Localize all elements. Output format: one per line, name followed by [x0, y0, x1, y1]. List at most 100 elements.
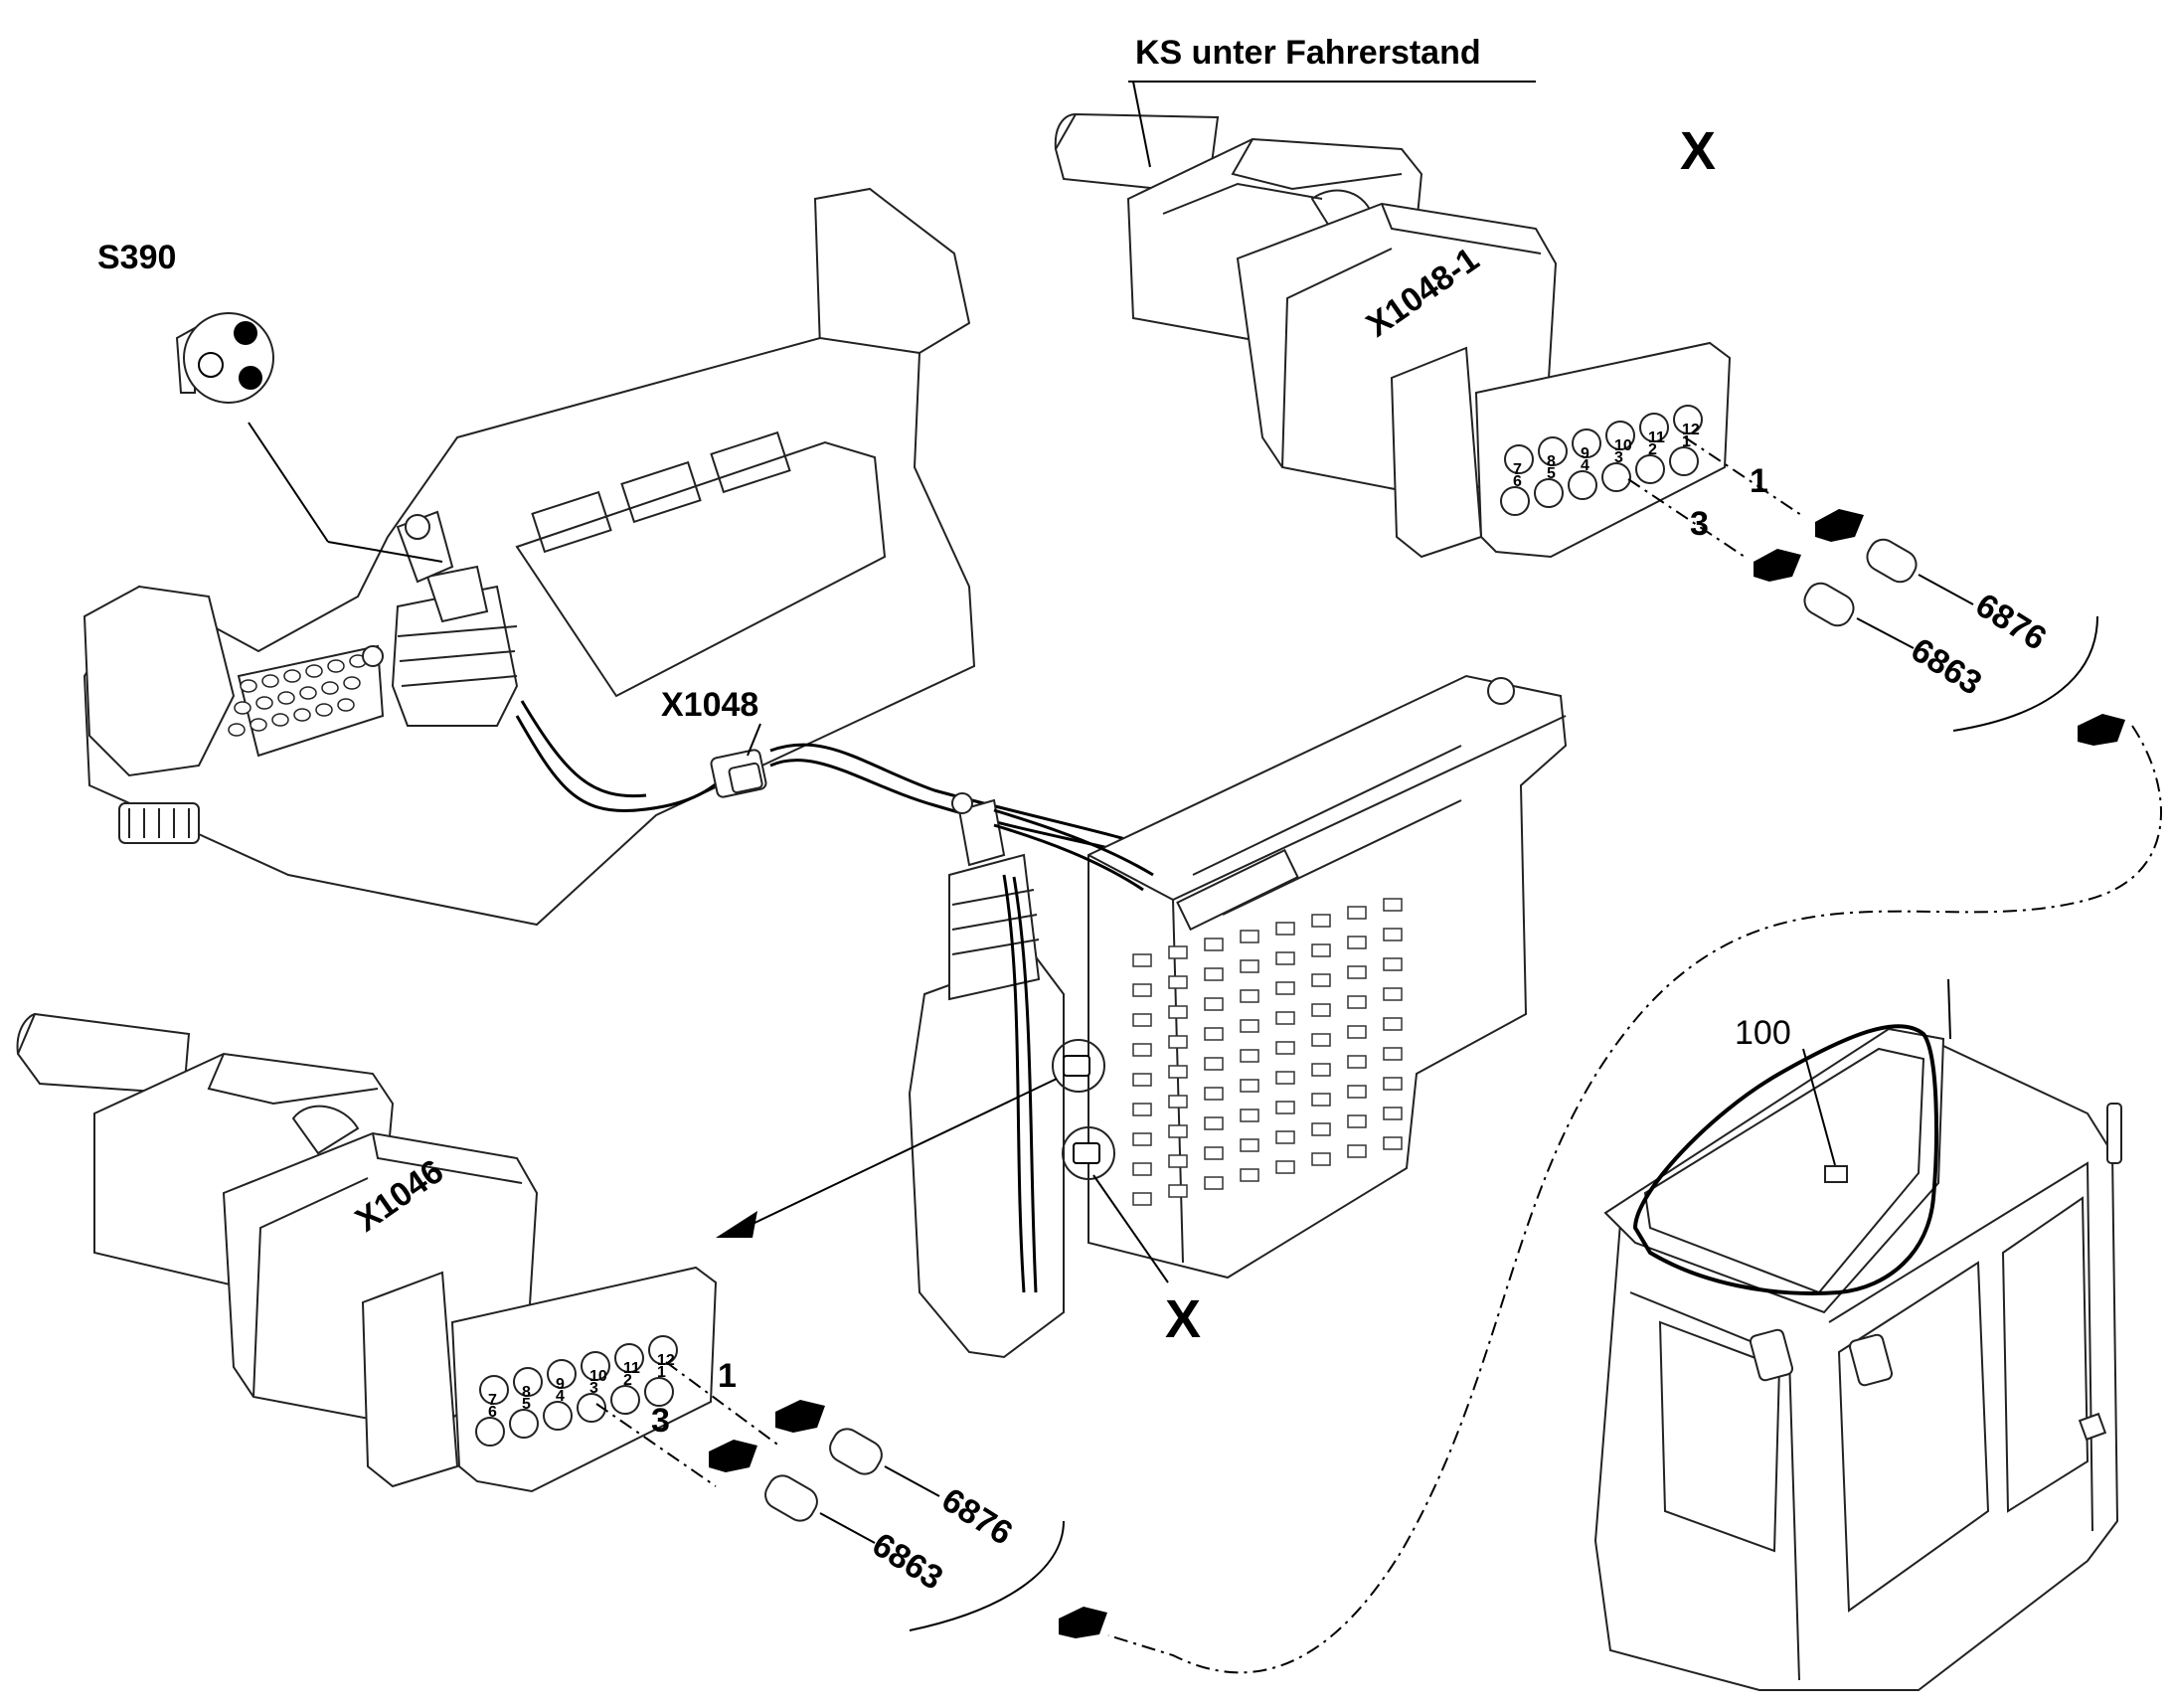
x1048-1-pin-label: 1: [1682, 433, 1691, 450]
board-component: [1132, 1132, 1152, 1146]
x1048-1-pin-label: 5: [1547, 465, 1556, 482]
board-component: [1240, 959, 1259, 973]
board-component: [1132, 1013, 1152, 1027]
board-component: [1240, 1049, 1259, 1063]
board-component: [1275, 1071, 1295, 1085]
board-component: [1168, 1124, 1188, 1138]
operator-console: [83, 187, 1169, 927]
board-component: [1347, 1055, 1367, 1069]
board-component: [1132, 1043, 1152, 1057]
console-button: [261, 674, 279, 688]
board-component: [1204, 1176, 1224, 1190]
x1048-1-pin-label: 10: [1614, 437, 1632, 454]
board-component: [1347, 1144, 1367, 1158]
board-component: [1132, 953, 1152, 967]
board-component: [1383, 1077, 1403, 1091]
x1046-pin-socket: [475, 1417, 505, 1447]
board-component: [1132, 983, 1152, 997]
console-button: [293, 708, 311, 722]
board-component: [1240, 1019, 1259, 1033]
x1048-1-pin-label: 3: [1614, 449, 1623, 466]
board-component: [1311, 943, 1331, 957]
board-component: [1383, 1047, 1403, 1061]
x1048-1-pin-socket: [1669, 446, 1699, 476]
x1046-pin-label: 1: [657, 1364, 666, 1381]
board-component: [1311, 1122, 1331, 1136]
x1046-pin-label: 5: [522, 1396, 531, 1413]
operator-cab: 100: [1593, 978, 2122, 1691]
part-number-6863-bottom: 6863: [866, 1526, 949, 1598]
x1048-1-pin-socket: [1534, 478, 1564, 508]
callout-x1048: X1048: [661, 686, 761, 757]
board-component: [1311, 1063, 1331, 1077]
pointer-to-x-bottom: X: [1092, 1174, 1201, 1349]
arrow-icon: [1815, 509, 1864, 542]
label-s390: S390: [97, 239, 176, 276]
x1046-pin-label: 11: [623, 1360, 640, 1377]
connector-x1046-callouts: 1 3 6876 6863: [595, 1357, 1107, 1638]
board-component: [1311, 914, 1331, 928]
x1046-pin-socket: [614, 1343, 644, 1373]
board-component: [1275, 922, 1295, 936]
label-ks-unter-fahrerstand: KS unter Fahrerstand: [1135, 34, 1481, 72]
arrow-icon: [2078, 714, 2125, 746]
board-component: [1204, 1116, 1224, 1130]
x1046-pin-socket: [577, 1393, 606, 1423]
x1048-1-pin-label: 9: [1581, 445, 1589, 462]
board-component: [1204, 1027, 1224, 1041]
board-component: [1347, 906, 1367, 920]
x1048-1-pin-label: 2: [1648, 441, 1657, 458]
x1048-1-pin-label: 11: [1648, 429, 1665, 446]
board-component: [1132, 1073, 1152, 1087]
board-component: [1383, 1136, 1403, 1150]
callout-ks-unter-fahrerstand: KS unter Fahrerstand: [1128, 34, 1536, 168]
x1046-pin-label: 4: [556, 1388, 565, 1405]
decal-item-100: [1824, 1165, 1848, 1183]
label-item-100: 100: [1735, 1014, 1791, 1052]
view-label-x-bottom: X: [1165, 1289, 1201, 1349]
board-component: [1168, 1095, 1188, 1109]
label-x1048: X1048: [661, 686, 758, 724]
console-button: [283, 669, 301, 683]
pointer-to-x1046: [716, 1078, 1058, 1238]
console-button: [240, 679, 257, 693]
x1048-1-pin-socket: [1639, 413, 1669, 442]
arrow-icon: [1754, 549, 1801, 582]
board-component: [1240, 1109, 1259, 1122]
x1048-1-pin-label: 4: [1581, 457, 1589, 474]
part-number-6863-top: 6863: [1905, 631, 1988, 703]
x1048-1-pin-label: 7: [1513, 461, 1522, 478]
console-button: [305, 664, 323, 678]
x1048-1-pin-socket: [1538, 436, 1568, 466]
cab-window-outline: [1632, 1024, 1938, 1295]
arrow-icon: [716, 1211, 757, 1238]
arrow-icon: [709, 1440, 757, 1472]
board-component: [1168, 1035, 1188, 1049]
x1046-pin-socket: [644, 1377, 674, 1407]
switch-s390: S390: [97, 239, 443, 563]
board-component: [1204, 967, 1224, 981]
console-button: [327, 659, 345, 673]
console-button: [250, 718, 267, 732]
x1046-pin-socket: [610, 1385, 640, 1415]
x1046-pin-label: 2: [623, 1372, 632, 1389]
x1046-pin-socket: [648, 1335, 678, 1365]
console-button: [315, 703, 333, 717]
board-component: [1383, 1017, 1403, 1031]
board-component: [1311, 1093, 1331, 1107]
x1048-1-pin-socket: [1500, 486, 1530, 516]
part-number-6876-top: 6876: [1969, 587, 2053, 658]
console-button: [277, 691, 295, 705]
pin-callout-3-top: 3: [1690, 505, 1709, 543]
board-component: [1347, 936, 1367, 949]
x1048-1-pin-socket: [1504, 444, 1534, 474]
x1046-pin-label: 9: [556, 1376, 565, 1393]
board-component: [1240, 930, 1259, 943]
x1048-1-pin-label: 6: [1513, 473, 1522, 490]
board-component: [1383, 957, 1403, 971]
part-number-6876-bottom: 6876: [935, 1481, 1019, 1553]
board-component: [1347, 1114, 1367, 1128]
board-component: [1275, 981, 1295, 995]
